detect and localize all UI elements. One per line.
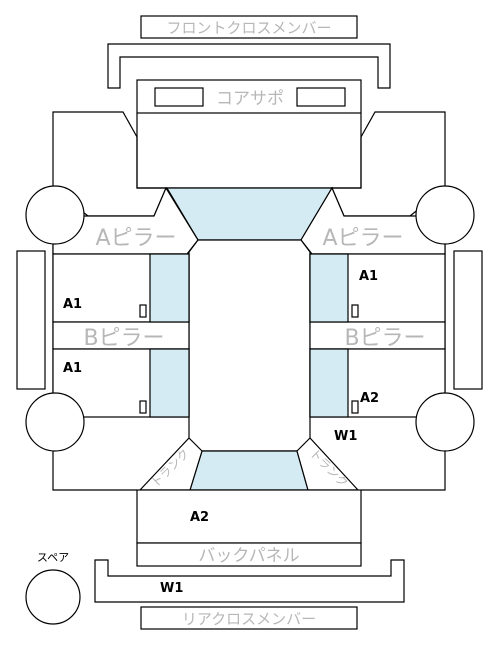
right-side-step[interactable] — [453, 250, 483, 390]
left-front-handle[interactable] — [139, 304, 147, 318]
back-panel-label: バックパネル — [198, 546, 299, 566]
code-left-rear-door: A1 — [63, 361, 82, 376]
left-b-pillar[interactable] — [52, 321, 190, 350]
right-b-pillar[interactable] — [309, 321, 446, 350]
left-rear-handle[interactable] — [139, 400, 147, 414]
right-front-window[interactable] — [309, 253, 349, 323]
code-right-front-door: A1 — [359, 269, 378, 284]
hood[interactable] — [136, 113, 362, 189]
roof[interactable] — [188, 239, 311, 452]
code-trunk: A2 — [190, 510, 209, 525]
front-cross-member-box[interactable] — [140, 15, 358, 39]
trunk-lid[interactable] — [136, 489, 362, 544]
left-rear-window[interactable] — [149, 348, 190, 418]
spare-label: スペア — [37, 551, 69, 564]
spare-tire[interactable] — [25, 569, 81, 625]
rear-right-tire[interactable] — [415, 392, 475, 452]
core-support-label: コアサポ — [216, 89, 284, 109]
rear-left-tire[interactable] — [25, 392, 85, 452]
rear-cross-member-box[interactable] — [140, 606, 358, 630]
back-panel[interactable] — [136, 542, 362, 567]
code-left-front-door: A1 — [63, 297, 82, 312]
right-rear-window[interactable] — [309, 348, 349, 418]
rear-bumper[interactable] — [94, 559, 405, 603]
left-front-window[interactable] — [149, 253, 190, 323]
left-a-pillar-label: Aピラー — [95, 226, 176, 251]
right-rear-handle[interactable] — [351, 400, 359, 414]
rear-window[interactable] — [189, 450, 309, 491]
left-b-pillar-label: Bピラー — [83, 326, 164, 351]
right-front-handle[interactable] — [351, 304, 359, 318]
front-left-tire[interactable] — [25, 185, 85, 245]
code-right-rear-door: A2 — [360, 391, 379, 406]
left-side-step[interactable] — [16, 250, 46, 390]
front-bumper[interactable] — [107, 43, 391, 89]
right-b-pillar-label: Bピラー — [344, 326, 425, 351]
left-headlight[interactable] — [154, 87, 204, 107]
right-a-pillar-label: Aピラー — [322, 226, 403, 251]
front-right-tire[interactable] — [415, 185, 475, 245]
right-headlight[interactable] — [296, 87, 346, 107]
front-cross-member-label: フロントクロスメンバー — [166, 19, 331, 37]
code-rear-member: W1 — [160, 581, 183, 596]
code-right-rear-quarter: W1 — [334, 429, 357, 444]
rear-cross-member-label: リアクロスメンバー — [182, 610, 316, 628]
